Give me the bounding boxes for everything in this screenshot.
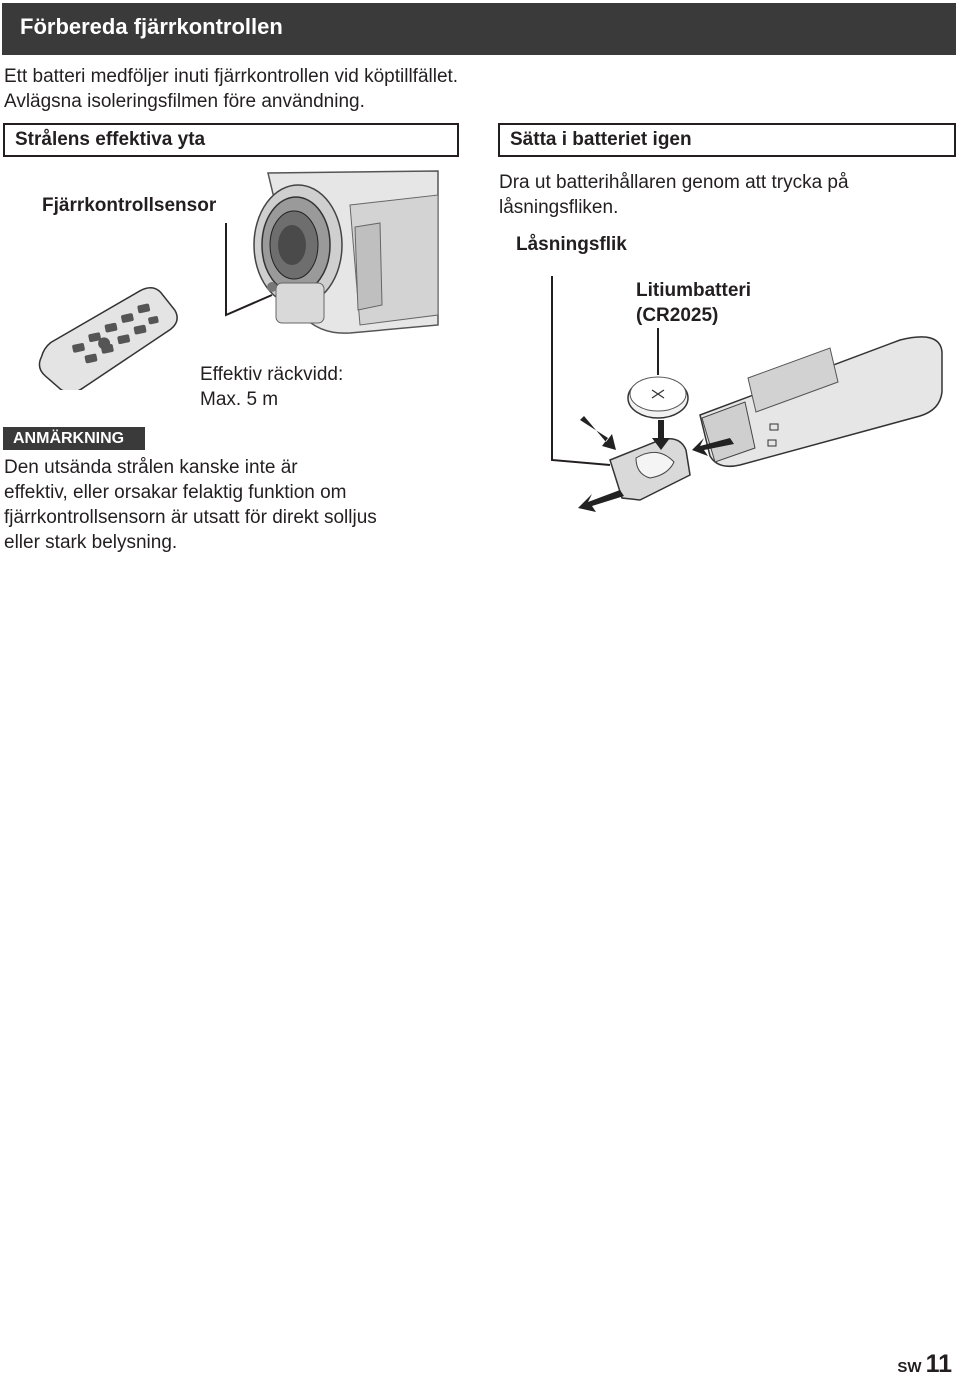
note-text: Den utsända strålen kanske inte är effek…	[4, 455, 377, 555]
lock-tab-label: Låsningsflik	[516, 234, 627, 255]
battery-instructions: Dra ut batterihållaren genom att trycka …	[499, 170, 849, 220]
remote-control-illustration	[699, 336, 943, 468]
battery-label-line: (CR2025)	[636, 305, 719, 326]
note-line: Den utsända strålen kanske inte är	[4, 457, 298, 478]
intro-line: Avlägsna isoleringsfilmen före användnin…	[4, 91, 365, 112]
intro-text: Ett batteri medföljer inuti fjärrkontrol…	[4, 64, 458, 114]
range-line: Effektiv räckvidd:	[200, 364, 344, 385]
note-line: effektiv, eller orsakar felaktig funktio…	[4, 482, 347, 503]
insert-arrow-icon	[580, 416, 734, 456]
coin-battery-illustration	[627, 376, 689, 419]
page-number: 11	[925, 1350, 952, 1378]
battery-label-line: Litiumbatteri	[636, 280, 752, 301]
battery-replacement-illustration	[551, 276, 943, 512]
range-line: Max. 5 m	[200, 389, 279, 410]
pull-out-arrow-icon	[578, 490, 624, 512]
camcorder-illustration	[253, 170, 439, 334]
range-text: Effektiv räckvidd: Max. 5 m	[200, 362, 343, 412]
battery-holder-illustration	[609, 438, 691, 501]
instruction-line: låsningsfliken.	[499, 197, 619, 218]
page-title: Förbereda fjärrkontrollen	[20, 14, 283, 39]
language-code: SW	[897, 1359, 922, 1376]
note-badge: ANMÄRKNING	[3, 427, 145, 450]
sensor-label: Fjärrkontrollsensor	[42, 195, 217, 216]
remote-control-illustration	[38, 287, 178, 390]
beam-area-heading: Strålens effektiva yta	[3, 123, 459, 157]
note-line: eller stark belysning.	[4, 532, 178, 553]
note-line: fjärrkontrollsensorn är utsatt för direk…	[4, 507, 377, 528]
instruction-line: Dra ut batterihållaren genom att trycka …	[499, 172, 849, 193]
battery-label: Litiumbatteri (CR2025)	[636, 278, 751, 328]
battery-heading: Sätta i batteriet igen	[498, 123, 956, 157]
intro-line: Ett batteri medföljer inuti fjärrkontrol…	[4, 66, 459, 87]
camcorder-remote-illustration	[38, 170, 439, 390]
section-header-bar	[2, 3, 956, 55]
